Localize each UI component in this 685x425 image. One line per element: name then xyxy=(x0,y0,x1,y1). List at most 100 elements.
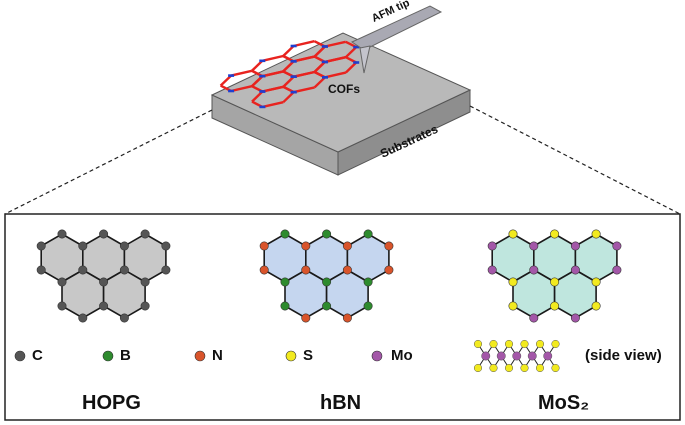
atom xyxy=(161,241,171,251)
legend-dot-c xyxy=(14,350,26,362)
atom xyxy=(384,265,394,275)
side-atom-s xyxy=(551,339,560,349)
substrate-block xyxy=(210,32,472,176)
cof-bond xyxy=(293,70,315,78)
legend-dot-b xyxy=(102,350,114,362)
atom xyxy=(550,277,560,287)
side-atom-s xyxy=(473,339,483,349)
side-atom-mo xyxy=(527,351,537,361)
atom xyxy=(612,265,622,275)
cof-bond xyxy=(324,56,347,64)
side-view-label: (side view) xyxy=(585,347,662,364)
atom xyxy=(363,277,373,287)
zoom-line-right xyxy=(469,105,681,215)
cof-bond xyxy=(251,75,264,88)
lattice-mos2 xyxy=(487,229,622,323)
atom xyxy=(550,301,560,311)
cof-bond xyxy=(230,69,253,77)
afm-tip xyxy=(350,5,443,74)
atom xyxy=(591,301,601,311)
atom xyxy=(591,277,601,287)
side-atom-s xyxy=(520,363,529,373)
atom xyxy=(280,229,290,239)
substrate-top xyxy=(210,32,472,153)
cof-bond xyxy=(313,76,326,89)
panel-title-hbn: hBN xyxy=(320,392,362,414)
atom xyxy=(570,241,580,251)
atom xyxy=(140,301,150,311)
cofs-label: COFs xyxy=(328,82,361,96)
atom xyxy=(119,313,129,323)
cof-bond xyxy=(282,60,295,73)
atom xyxy=(487,265,497,275)
zoom-line-left xyxy=(4,109,213,215)
side-atom-mo xyxy=(512,351,522,361)
atom xyxy=(322,277,332,287)
atom xyxy=(508,301,518,311)
lattice-hbn xyxy=(259,229,394,323)
atom xyxy=(301,241,311,251)
atom xyxy=(591,229,601,239)
mos2-side-view xyxy=(473,339,560,373)
atom xyxy=(322,229,332,239)
afm-tip-apex xyxy=(359,45,371,74)
cof-bond xyxy=(282,91,295,104)
atom xyxy=(508,229,518,239)
cof-bond xyxy=(313,45,326,58)
atom xyxy=(99,277,109,287)
atom xyxy=(342,265,352,275)
cof-bond xyxy=(262,85,284,93)
atom xyxy=(612,241,622,251)
atom xyxy=(57,277,67,287)
cof-bond xyxy=(293,40,315,48)
legend-label-mo: Mo xyxy=(391,347,413,364)
legend-label-b: B xyxy=(120,347,131,364)
atom xyxy=(508,277,518,287)
side-atom-s xyxy=(535,363,545,373)
atom xyxy=(280,277,290,287)
atom xyxy=(301,265,311,275)
atom xyxy=(78,313,88,323)
side-atom-s xyxy=(489,363,498,373)
atom xyxy=(78,241,88,251)
legend-dot-mo xyxy=(371,350,383,362)
cof-bond xyxy=(251,59,264,72)
atom xyxy=(57,229,67,239)
panel-title-mos2: MoS₂ xyxy=(538,392,590,414)
cof-bond xyxy=(219,74,232,87)
atom xyxy=(570,265,580,275)
atom xyxy=(342,313,352,323)
atom xyxy=(322,301,332,311)
atom xyxy=(99,301,109,311)
legend-label-n: N xyxy=(212,347,223,364)
cof-bond xyxy=(344,46,358,59)
legend-dot-n xyxy=(194,350,206,362)
legend-label-s: S xyxy=(303,347,314,364)
lattice-hopg xyxy=(36,229,171,323)
side-atom-s xyxy=(489,339,498,349)
side-atom-mo xyxy=(543,351,553,361)
atom xyxy=(570,313,580,323)
cof-bond xyxy=(293,55,315,63)
atom xyxy=(140,277,150,287)
cof-bond xyxy=(262,101,284,109)
atom xyxy=(36,265,46,275)
legend-dots xyxy=(14,350,383,362)
afm-cantilever xyxy=(350,5,443,51)
cof-bond xyxy=(344,61,358,74)
atom xyxy=(487,241,497,251)
side-atom-s xyxy=(551,363,560,373)
side-atom-mo xyxy=(481,351,491,361)
panel-frame xyxy=(4,213,681,421)
cof-bond xyxy=(324,40,346,48)
legend-dot-s xyxy=(285,350,297,362)
atom xyxy=(550,229,560,239)
atom xyxy=(119,265,129,275)
atom xyxy=(529,241,539,251)
side-atom-mo xyxy=(496,351,506,361)
atom xyxy=(99,229,109,239)
atom xyxy=(363,301,373,311)
side-atom-s xyxy=(504,339,514,349)
atom xyxy=(301,313,311,323)
